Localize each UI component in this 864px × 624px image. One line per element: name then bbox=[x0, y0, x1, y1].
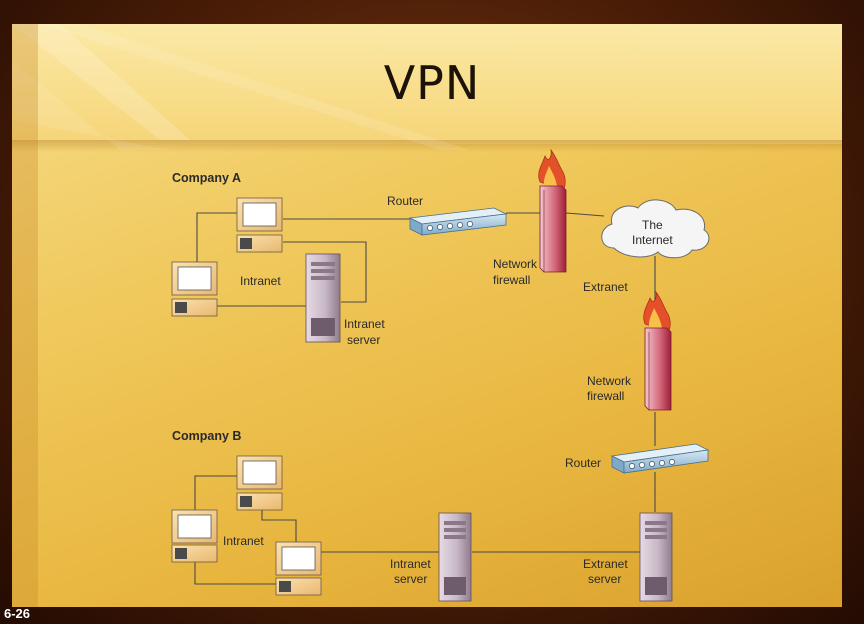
company-a-firewall bbox=[538, 148, 567, 273]
company-a-computer-2 bbox=[171, 261, 218, 317]
company-a-router-label: Router bbox=[387, 194, 423, 208]
company-b-intranet-label: Intranet bbox=[223, 534, 264, 548]
company-a-computer-1 bbox=[236, 197, 283, 253]
company-b-firewall-label-2: firewall bbox=[587, 389, 624, 403]
company-a-firewall-label-1: Network bbox=[493, 257, 538, 271]
internet-cloud bbox=[601, 199, 710, 259]
internet-label-1: The bbox=[642, 218, 663, 232]
company-b-computer-3 bbox=[275, 541, 322, 596]
company-b-extranet-server-label-2: server bbox=[588, 572, 621, 586]
company-b-heading: Company B bbox=[172, 429, 241, 443]
company-a-server-label-1: Intranet bbox=[344, 317, 385, 331]
company-b-computer-1 bbox=[236, 455, 283, 511]
company-a-firewall-label-2: firewall bbox=[493, 273, 530, 287]
company-b-router-label: Router bbox=[565, 456, 601, 470]
extranet-label: Extranet bbox=[583, 280, 628, 294]
company-b-firewall-label-1: Network bbox=[587, 374, 632, 388]
company-a-intranet-label: Intranet bbox=[240, 274, 281, 288]
company-b-firewall bbox=[643, 290, 672, 411]
company-b-extranet-server bbox=[639, 512, 673, 602]
company-b-links bbox=[194, 412, 656, 585]
company-a-intranet-server bbox=[305, 253, 341, 343]
internet-label-2: Internet bbox=[632, 233, 673, 247]
company-b-intranet-server bbox=[438, 512, 472, 602]
company-a-heading: Company A bbox=[172, 171, 241, 185]
company-b-router bbox=[610, 443, 710, 474]
company-b-extranet-server-label-1: Extranet bbox=[583, 557, 628, 571]
company-b-intranet-server-label-2: server bbox=[394, 572, 427, 586]
title-shadow bbox=[12, 140, 842, 152]
company-a-router bbox=[408, 207, 508, 236]
company-b-intranet-server-label-1: Intranet bbox=[390, 557, 431, 571]
company-b-computer-2 bbox=[171, 509, 218, 563]
company-a-server-label-2: server bbox=[347, 333, 380, 347]
page-title: VPN bbox=[383, 56, 481, 110]
title-bar bbox=[12, 24, 842, 144]
slide-number: 6-26 bbox=[4, 606, 31, 621]
company-a-links bbox=[196, 212, 656, 308]
